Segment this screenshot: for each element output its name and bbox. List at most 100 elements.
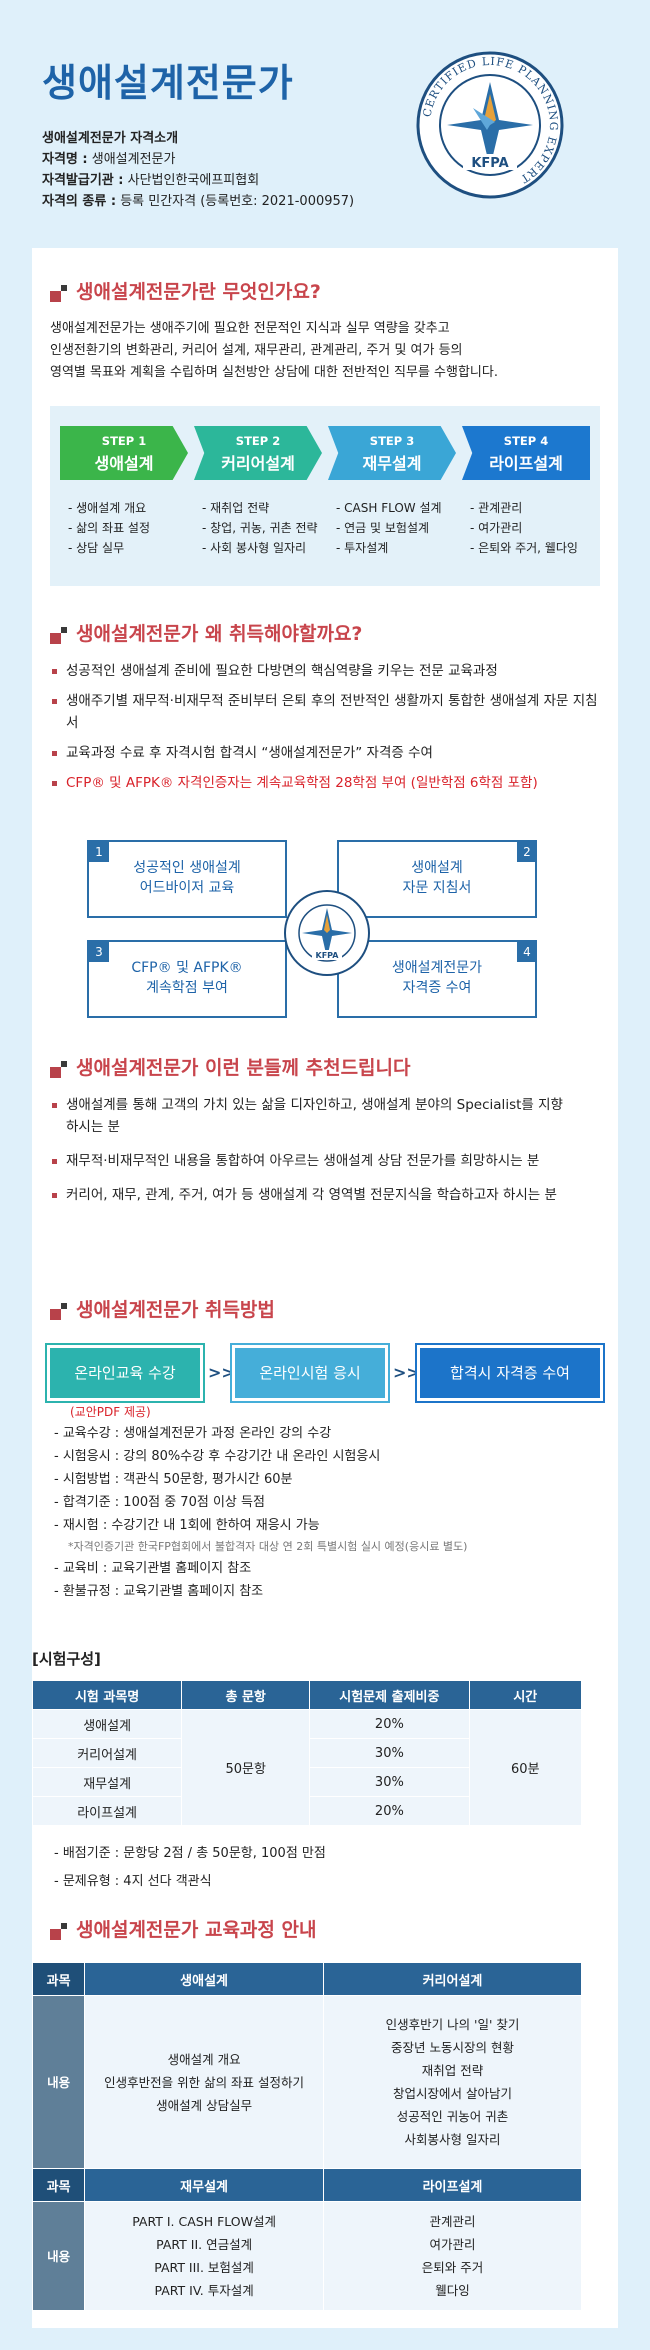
- table-row: 생애설계 50문항 20% 60분: [31, 1709, 583, 1826]
- step-name: 재무설계: [362, 454, 422, 473]
- detail-item: - 시험방법 : 객관식 50문항, 평가시간 60분: [54, 1472, 293, 1487]
- method-details: - 교육수강 : 생애설계전문가 과정 온라인 강의 수강 - 시험응시 : 강의…: [54, 1422, 604, 1603]
- table-row: 라이프설계 20%: [31, 1796, 582, 1826]
- list-item: - 생애설계 개요: [68, 501, 147, 515]
- svg-text:KFPA: KFPA: [316, 951, 340, 960]
- curriculum-item: PART I. CASH FLOW설계: [132, 2214, 276, 2229]
- step-card: STEP 4 라이프설계: [462, 426, 590, 480]
- section-recommend: 생애설계전문가 이런 분들께 추천드립니다 생애설계를 통해 고객의 가치 있는…: [50, 1054, 600, 1218]
- benefit-line: 생애설계: [411, 860, 463, 876]
- table-row: 재무설계 30%: [31, 1767, 582, 1797]
- benefit-number: 4: [517, 942, 537, 962]
- step-name: 생애설계: [94, 454, 154, 473]
- scoring-details: - 배점기준 : 문항당 2점 / 총 50문항, 100점 만점 - 문제유형…: [54, 1846, 326, 1889]
- step-card: STEP 1 생애설계: [60, 426, 188, 480]
- curriculum-item: PART II. 연금설계: [156, 2237, 253, 2252]
- curriculum-item: PART IV. 투자설계: [154, 2283, 254, 2298]
- flow-arrow-icon: >>: [208, 1363, 235, 1382]
- list-item: - 재취업 전략: [202, 501, 270, 515]
- detail-item: - 환불규정 : 교육기관별 홈페이지 참조: [54, 1584, 264, 1599]
- steps-panel: STEP 1 생애설계 - 생애설계 개요 - 삶의 좌표 설정 - 상담 실무 STEP…: [50, 406, 600, 586]
- step-name: 라이프설계: [489, 454, 563, 473]
- curriculum-item: 재취업 전략: [421, 2063, 484, 2078]
- curriculum-item: 웰다잉: [435, 2283, 470, 2298]
- curriculum-item: 생애설계 개요: [167, 2051, 241, 2067]
- list-item: - 은퇴와 주거, 웰다잉: [470, 541, 578, 555]
- flow-step-box: 온라인교육 수강: [50, 1348, 200, 1398]
- list-item: - 연금 및 보험설계: [336, 521, 430, 535]
- benefit-number: 3: [89, 942, 109, 962]
- step-name: 커리어설계: [221, 454, 295, 473]
- flow-arrow-icon: >>: [393, 1363, 420, 1382]
- table-row: 커리어설계 30%: [31, 1738, 582, 1768]
- curriculum-item: 인생후반기 나의 '일' 찾기: [385, 2017, 520, 2032]
- exam-time: 60분: [468, 1709, 583, 1826]
- intro-text: 생애설계전문가는 생애주기에 필요한 전문적인 지식과 실무 역량을 갖추고 인…: [50, 321, 498, 380]
- step-topics: - CASH FLOW 설계- 연금 및 보험설계- 투자설계: [336, 498, 442, 558]
- step-number: STEP 2: [235, 434, 281, 448]
- list-item: - 삶의 좌표 설정: [68, 521, 151, 535]
- step-topics: - 생애설계 개요 - 삶의 좌표 설정 - 상담 실무: [68, 498, 150, 558]
- step-topics: - 관계관리- 여가관리- 은퇴와 주거, 웰다잉: [470, 498, 578, 558]
- flow-step-box: 온라인시험 응시: [235, 1348, 385, 1398]
- curriculum-item: 은퇴와 주거: [421, 2260, 484, 2275]
- detail-item: - 재시험 : 수강기간 내 1회에 한하여 재응시 가능: [54, 1518, 320, 1533]
- section-title: 생애설계전문가 왜 취득해야할까요?: [50, 620, 600, 648]
- step-number: STEP 3: [369, 434, 415, 448]
- svg-text:KFPA: KFPA: [471, 156, 508, 171]
- step-card: STEP 2 커리어설계: [194, 426, 322, 480]
- detail-item: - 시험응시 : 강의 80%수강 후 수강기간 내 온라인 시험응시: [54, 1449, 381, 1464]
- benefit-number: 2: [517, 842, 537, 862]
- exam-table: 시험 과목명 총 문항 시험문제 출제비중 시간 생애설계 50문항 20% 6…: [31, 1680, 583, 1826]
- benefit-line: 어드바이저 교육: [139, 880, 235, 896]
- section-title: 생애설계전문가 교육과정 안내: [50, 1916, 600, 1944]
- exam-title: [시험구성]: [32, 1650, 101, 1668]
- curriculum-item: 중장년 노동시장의 현황: [391, 2040, 514, 2055]
- detail-item: - 교육수강 : 생애설계전문가 과정 온라인 강의 수강: [54, 1426, 332, 1441]
- flow-note: (교안PDF 제공): [70, 1405, 151, 1419]
- curriculum-item: 인생후반전을 위한 삶의 좌표 설정하기: [104, 2074, 305, 2090]
- list-item: 생애주기별 재무적·비재무적 준비부터 은퇴 후의 전반적인 생활까지 통합한 …: [50, 690, 600, 734]
- title-marker-icon: [50, 1067, 61, 1078]
- kfpa-seal-icon: KFPA: [284, 890, 370, 976]
- step-topics: - 재취업 전략 - 창업, 귀농, 귀촌 전략 - 사회 봉사형 일자리: [202, 498, 318, 558]
- curriculum-item: 관계관리: [429, 2214, 476, 2229]
- curriculum-item: 생애설계 상담실무: [156, 2097, 253, 2113]
- kfpa-seal-logo: CERTIFIED LIFE PLANNING EXPERT KFPA: [416, 51, 564, 199]
- list-item: 생애설계를 통해 고객의 가치 있는 삶을 디자인하고, 생애설계 분야의 Sp…: [50, 1094, 570, 1138]
- content-card: 생애설계전문가란 무엇인가요? 생애설계전문가는 생애주기에 필요한 전문적인 …: [31, 248, 618, 2328]
- step-number: STEP 1: [101, 434, 147, 448]
- step-number: STEP 4: [503, 434, 549, 448]
- benefit-line: 자문 지침서: [402, 880, 472, 896]
- title-marker-icon: [50, 291, 61, 302]
- curriculum-item: 사회봉사형 일자리: [404, 2132, 501, 2147]
- detail-item: - 교육비 : 교육기관별 홈페이지 참조: [54, 1561, 252, 1576]
- curriculum-item: 창업시장에서 살아남기: [393, 2086, 512, 2101]
- list-item: 커리어, 재무, 관계, 주거, 여가 등 생애설계 각 영역별 전문지식을 학…: [50, 1184, 570, 1206]
- title-marker-icon: [50, 1929, 61, 1940]
- list-item: CFP® 및 AFPK® 자격인증자는 계속교육학점 28학점 부여 (일반학점…: [50, 772, 600, 794]
- list-item: - 상담 실무: [68, 541, 125, 555]
- list-item: - CASH FLOW 설계: [336, 501, 442, 515]
- list-item: - 창업, 귀농, 귀촌 전략: [202, 521, 318, 535]
- exam-total: 50문항: [181, 1709, 311, 1826]
- special-exam-note: *자격인증기관 한국FP협회에서 불합격자 대상 연 2회 특별시험 실시 예정…: [68, 1540, 468, 1553]
- benefit-line: 생애설계전문가: [391, 960, 483, 976]
- list-item: - 여가관리: [470, 521, 523, 535]
- list-item: 성공적인 생애설계 준비에 필요한 다방면의 핵심역량을 키우는 전문 교육과정: [50, 660, 600, 682]
- section-what: 생애설계전문가란 무엇인가요? 생애설계전문가는 생애주기에 필요한 전문적인 …: [50, 278, 600, 384]
- list-item: - 사회 봉사형 일자리: [202, 541, 307, 555]
- page-title: 생애설계전문가: [42, 61, 294, 105]
- curriculum-item: 성공적인 귀농어 귀촌: [396, 2109, 509, 2124]
- benefit-line: CFP® 및 AFPK®: [131, 960, 243, 976]
- benefit-line: 성공적인 생애설계: [133, 860, 241, 876]
- exam-header: 시간: [468, 1680, 583, 1710]
- info-row: 자격발급기관 : 사단법인한국에프피협회: [42, 173, 260, 188]
- list-item: 재무적·비재무적인 내용을 통합하여 아우르는 생애설계 상담 전문가를 희망하…: [50, 1150, 570, 1172]
- section-curriculum: 생애설계전문가 교육과정 안내: [50, 1916, 600, 1944]
- title-marker-icon: [50, 633, 61, 644]
